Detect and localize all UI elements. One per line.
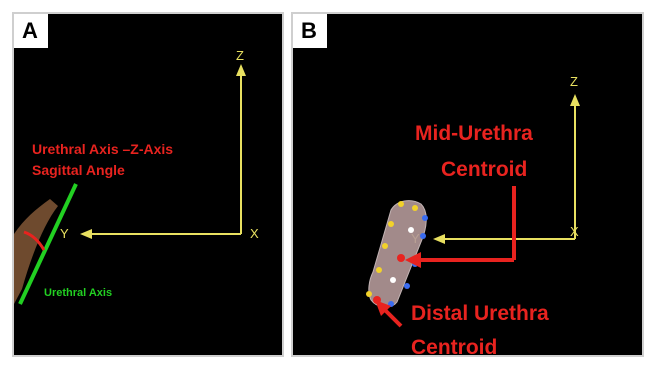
axis-z-label: Z (236, 48, 244, 63)
panel-a-canvas: Z X Y Urethral Axis –Z-Axis Sagittal Ang… (14, 48, 259, 305)
distal-label-line2: Centroid (411, 336, 497, 357)
landmark-dot (388, 221, 394, 227)
landmark-dot (408, 227, 414, 233)
axis-x-label: X (250, 226, 259, 241)
distal-label-line1: Distal Urethra (411, 302, 549, 325)
landmark-dot (412, 205, 418, 211)
angle-title-line2: Sagittal Angle (32, 162, 125, 178)
angle-title-line1: Urethral Axis –Z-Axis (32, 141, 173, 157)
mid-label-line2: Centroid (441, 158, 527, 181)
z-axis-arrowhead (570, 94, 580, 106)
panel-b-label: B (293, 14, 327, 48)
panel-b: Z X Y Mid-Urethra Centroid Distal Urethr… (291, 12, 644, 357)
z-axis-arrowhead (236, 64, 246, 76)
mid-label-line1: Mid-Urethra (415, 122, 533, 145)
panel-a: Z X Y Urethral Axis –Z-Axis Sagittal Ang… (12, 12, 284, 357)
mid-arrowhead (405, 252, 421, 268)
axis-y-label: Y (60, 226, 69, 241)
axis-x-label: X (570, 224, 579, 239)
landmark-dot (404, 283, 410, 289)
landmark-dot (376, 267, 382, 273)
panel-a-label: A (14, 14, 48, 48)
mid-centroid-dot (397, 254, 405, 262)
y-axis-arrowhead (80, 229, 92, 239)
y-axis-arrowhead (433, 234, 445, 244)
sagittal-angle-arc (23, 230, 46, 251)
landmark-dot (398, 201, 404, 207)
distal-arrowhead (375, 300, 391, 316)
landmark-dot (382, 243, 388, 249)
landmark-dot (390, 277, 396, 283)
urethral-axis-line (18, 183, 78, 305)
landmark-dot (366, 291, 372, 297)
axis-z-label: Z (570, 74, 578, 89)
urethra-tissue (14, 199, 58, 304)
panel-b-canvas: Z X Y Mid-Urethra Centroid Distal Urethr… (366, 74, 580, 357)
urethral-axis-label: Urethral Axis (44, 287, 112, 299)
landmark-dot (420, 233, 426, 239)
landmark-dot (422, 215, 428, 221)
